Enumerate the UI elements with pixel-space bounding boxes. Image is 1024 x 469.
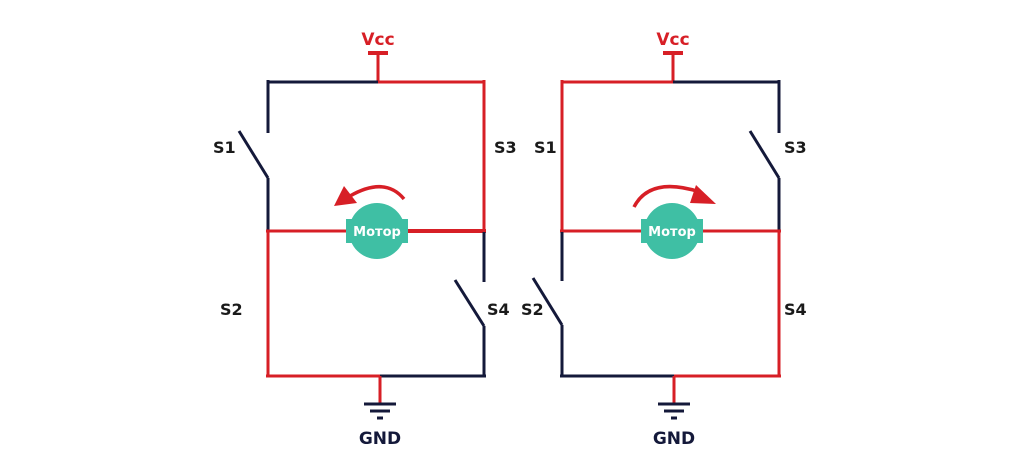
s4-label: S4 bbox=[784, 300, 807, 319]
s4-switch-blade bbox=[453, 279, 486, 327]
motor-label: Мотор bbox=[353, 225, 401, 240]
motor-label: Мотор bbox=[648, 225, 696, 240]
s2-switch-blade bbox=[531, 277, 564, 326]
motor-band bbox=[641, 219, 703, 243]
vcc-label: Vcc bbox=[656, 30, 689, 50]
gnd-label: GND bbox=[653, 429, 695, 449]
ground-icon bbox=[364, 402, 396, 420]
circuit-left: Vcc S1 S3 S2 S4 bbox=[213, 30, 517, 449]
motor: Мотор bbox=[346, 203, 408, 259]
gnd-label: GND bbox=[359, 429, 401, 449]
ground-icon bbox=[658, 402, 690, 420]
s3-switch-blade bbox=[748, 130, 781, 179]
s1-label: S1 bbox=[213, 138, 236, 157]
motor: Мотор bbox=[641, 203, 703, 259]
s3-label: S3 bbox=[784, 138, 807, 157]
circuit-right: Vcc S1 S3 S2 S4 bbox=[521, 30, 807, 449]
s4-label: S4 bbox=[487, 300, 510, 319]
rotation-arrow-ccw-icon bbox=[334, 184, 406, 206]
rotation-arrow-cw-icon bbox=[632, 184, 716, 208]
vcc-label: Vcc bbox=[361, 30, 394, 50]
s2-label: S2 bbox=[521, 300, 544, 319]
s1-label: S1 bbox=[534, 138, 557, 157]
s2-label: S2 bbox=[220, 300, 243, 319]
motor-band bbox=[346, 219, 408, 243]
s1-switch-blade bbox=[237, 130, 270, 179]
s3-label: S3 bbox=[494, 138, 517, 157]
